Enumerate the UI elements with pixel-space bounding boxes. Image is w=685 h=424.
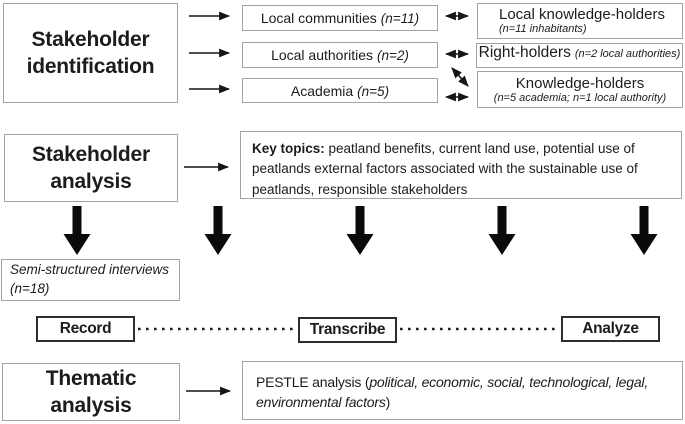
interviews-count: (n=18) (10, 281, 50, 296)
step-label: Transcribe (309, 321, 386, 338)
step-record-box: Record (36, 316, 135, 342)
group-name: Local communities (260, 10, 377, 26)
group-count: (n=11) (380, 11, 420, 26)
holder-count: (n=5 academia; n=1 local authority) (493, 91, 667, 104)
key-topics-text: peatland benefits, current land use, pot… (252, 141, 638, 197)
thick-down-arrow-3 (346, 206, 374, 255)
group-label: Local authorities (n=2) (271, 47, 409, 63)
thematic-analysis-title: Thematic analysis (45, 366, 137, 417)
thematic-analysis-box: Thematic analysis (2, 363, 180, 421)
holder-count: (n=11 inhabitants) (499, 23, 587, 36)
pestle-analysis-box: PESTLE analysis (political, economic, so… (242, 361, 683, 420)
group-academia-box: Academia (n=5) (242, 78, 438, 103)
stakeholder-identification-box: Stakeholder identification (3, 3, 178, 103)
key-topics-label: Key topics: (252, 141, 325, 156)
thick-down-arrow-4 (488, 206, 516, 255)
step-analyze-box: Analyze (561, 316, 660, 342)
stakeholder-identification-title: Stakeholder identification (26, 27, 155, 78)
holder-name: Local knowledge-holders (499, 6, 665, 24)
holder-name: Knowledge-holders (515, 74, 645, 92)
holder-right-holders-box: Right-holders (n=2 local authorities) (476, 43, 683, 68)
stakeholder-analysis-title: Stakeholder analysis (31, 142, 150, 193)
group-label: Academia (n=5) (291, 83, 389, 99)
group-label: Local communities (n=11) (261, 10, 419, 26)
thick-down-arrow-5 (630, 206, 658, 255)
pestle-lead: PESTLE analysis ( (256, 374, 370, 390)
holder-name: Right-holders (478, 44, 571, 61)
thick-down-arrow-2 (204, 206, 232, 255)
group-count: (n=2) (377, 48, 409, 63)
stakeholder-analysis-box: Stakeholder analysis (4, 134, 178, 202)
step-label: Analyze (582, 320, 639, 337)
key-topics-box: Key topics: peatland benefits, current l… (240, 131, 682, 199)
group-name: Local authorities (271, 47, 374, 63)
holder-knowledge-holders-box: Knowledge-holders (n=5 academia; n=1 loc… (477, 71, 683, 108)
group-local-communities-box: Local communities (n=11) (242, 5, 438, 31)
group-local-authorities-box: Local authorities (n=2) (242, 42, 438, 68)
pestle-factors: political, economic, social, technologic… (256, 374, 649, 411)
thick-down-arrow-1 (63, 206, 91, 255)
pestle-close: ) (385, 394, 391, 411)
holder-count: (n=2 local authorities) (574, 48, 681, 60)
group-name: Academia (290, 82, 354, 99)
step-label: Record (59, 320, 112, 337)
interviews-label: Semi-structured interviews (10, 262, 170, 278)
holder-local-knowledge-holders-box: Local knowledge-holders (n=11 inhabitant… (477, 3, 683, 39)
double-arrow-authorities-knowledge-holders-diagonal (451, 67, 469, 87)
semi-structured-interviews-box: Semi-structured interviews (n=18) (1, 259, 180, 301)
group-count: (n=5) (357, 83, 390, 99)
step-transcribe-box: Transcribe (298, 317, 397, 343)
